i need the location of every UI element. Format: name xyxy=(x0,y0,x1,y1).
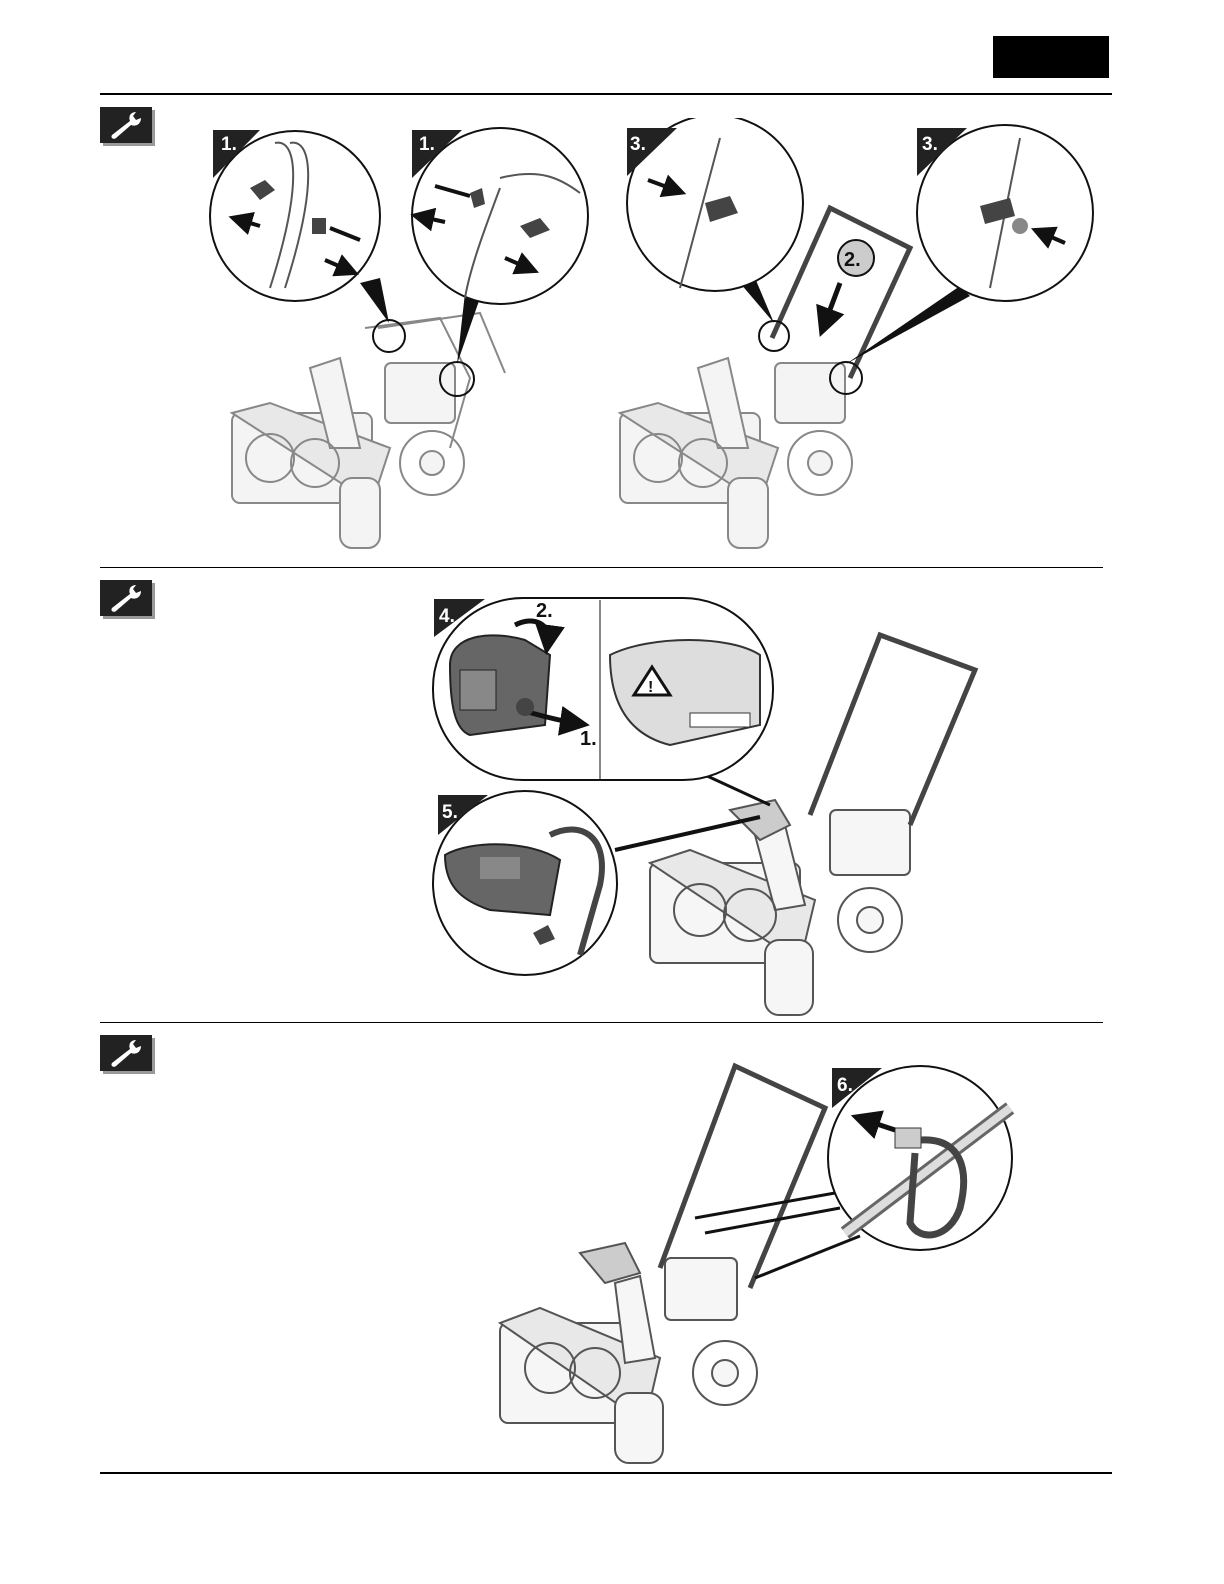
section-divider-1 xyxy=(100,567,1103,568)
chute-assembly-figure: ! 4. 2. 1. 5. xyxy=(430,595,990,1020)
language-tab-block xyxy=(993,36,1109,78)
detail-circle-5 xyxy=(433,791,617,975)
svg-text:!: ! xyxy=(648,679,653,696)
detail-circle-1a xyxy=(210,130,380,301)
section-divider-2 xyxy=(100,1022,1103,1023)
callout-label: 1. xyxy=(580,728,597,750)
wrench-icon xyxy=(100,1035,152,1071)
detail-panel-4: ! xyxy=(433,598,773,780)
detail-circle-3b xyxy=(917,125,1093,301)
detail-circle-6 xyxy=(828,1066,1012,1250)
callout-label: 5. xyxy=(442,802,458,823)
snowblower-cable xyxy=(500,1243,757,1463)
wrench-icon xyxy=(100,580,152,616)
cable-tie-figure: 6. xyxy=(490,1058,1030,1468)
snowblower-left xyxy=(232,313,505,548)
callout-label: 3. xyxy=(630,134,646,155)
detail-circle-3a xyxy=(627,118,803,291)
callout-label: 2. xyxy=(844,249,861,271)
footer-rule xyxy=(100,1472,1112,1474)
callout-label: 1. xyxy=(221,134,237,155)
header-rule xyxy=(100,93,1112,95)
callout-label: 2. xyxy=(536,600,553,622)
callout-label: 6. xyxy=(837,1075,853,1096)
callout-label: 3. xyxy=(922,134,938,155)
detail-circle-1b xyxy=(412,128,588,304)
callout-label: 4. xyxy=(439,606,455,627)
snowblower-right xyxy=(620,358,852,548)
wrench-icon xyxy=(100,107,152,143)
handle-assembly-figure: 1. 1. 2. 3. 3. xyxy=(200,118,1100,558)
callout-label: 1. xyxy=(419,134,435,155)
